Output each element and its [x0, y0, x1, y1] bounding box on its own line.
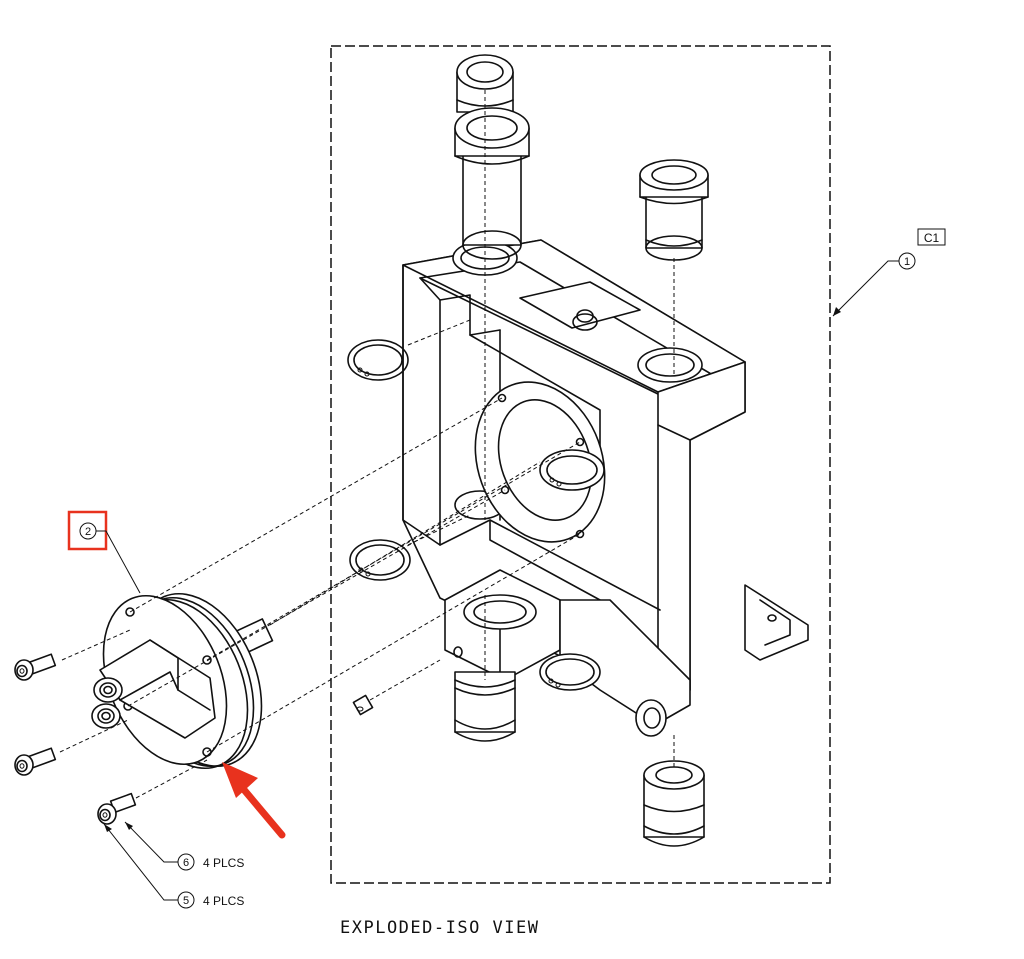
svg-text:4 PLCS: 4 PLCS [203, 856, 244, 870]
assembly-axis-lines [59, 90, 675, 799]
svg-text:1: 1 [904, 256, 910, 268]
callout-2: 2 [67, 510, 141, 594]
bottom-right-bushing [643, 760, 705, 847]
retaining-ring-upper [347, 339, 409, 381]
retaining-ring-lower [539, 653, 601, 691]
set-screw [352, 694, 374, 716]
bolt-lower [97, 792, 137, 825]
revision-tag: C1 [917, 228, 946, 246]
svg-text:2: 2 [85, 526, 91, 538]
callout-1: 1 [832, 252, 916, 317]
svg-text:4 PLCS: 4 PLCS [203, 894, 244, 908]
svg-text:C1: C1 [924, 231, 940, 245]
top-bushing-lower [454, 107, 530, 260]
retaining-ring-inner [539, 449, 605, 491]
svg-text:6: 6 [183, 857, 189, 869]
svg-text:5: 5 [183, 895, 189, 907]
lower-boss-bushing [454, 671, 516, 742]
callout-5: 5 4 PLCS [103, 823, 244, 909]
fitting-upper [93, 677, 123, 703]
callout-6: 6 4 PLCS [124, 821, 244, 871]
right-top-bushing [639, 159, 709, 261]
view-title: EXPLODED-ISO VIEW [340, 918, 540, 938]
top-bushing-upper [456, 54, 514, 113]
assembly-frame [330, 45, 831, 884]
fitting-lower [91, 703, 121, 729]
motor-flange-assembly [91, 592, 274, 770]
red-arrow-annotation [222, 762, 286, 839]
bolt-middle [14, 747, 57, 776]
retaining-ring-middle [349, 539, 411, 581]
bolt-upper [14, 653, 57, 681]
housing-part [402, 239, 809, 737]
